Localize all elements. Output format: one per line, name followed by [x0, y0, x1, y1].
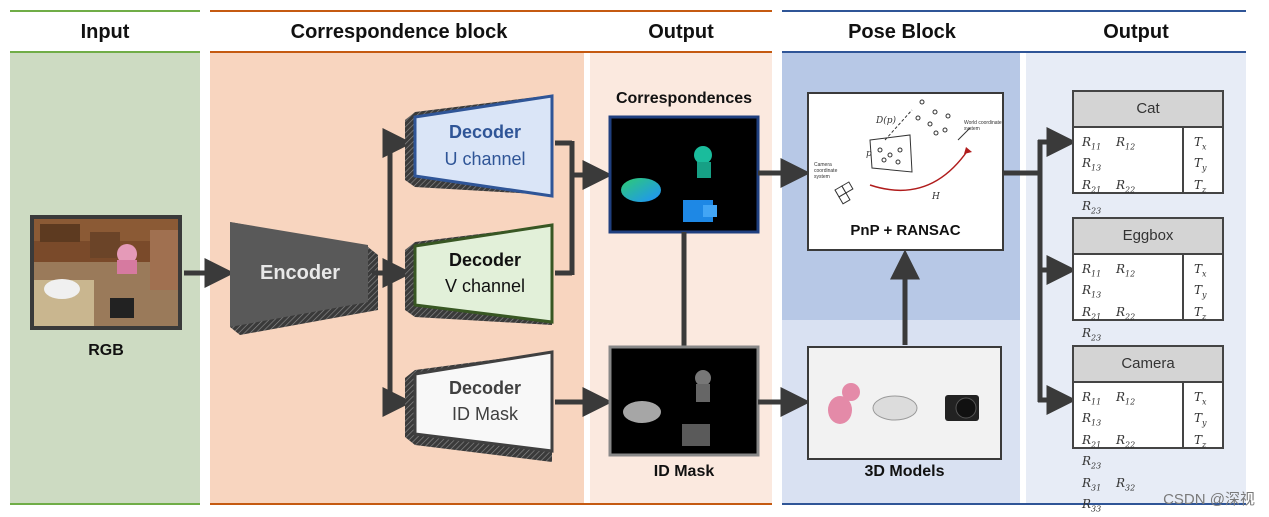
rule-input-top: [10, 10, 200, 12]
pnp-p-label: p: [866, 149, 872, 159]
decoder-u-title: Decoder: [448, 122, 522, 142]
rule-corr-bottom: [210, 51, 772, 53]
rule-corr-top: [210, 10, 772, 12]
pnp-camera-label: Camera coordinate system: [814, 162, 838, 180]
correspondences-label: Correspondences: [615, 90, 753, 107]
decoder-id-title: Decoder: [448, 378, 522, 398]
pnp-box: [807, 92, 1004, 251]
correspondences-image: [608, 115, 760, 234]
rule-corr-foot: [210, 503, 772, 505]
rgb-image: [30, 215, 182, 330]
id-mask-label: ID Mask: [653, 463, 715, 480]
decoder-id-subtitle: ID Mask: [451, 404, 518, 424]
3d-models-box: [807, 346, 1002, 460]
decoder-u-subtitle: U channel: [444, 149, 526, 169]
output-card-title: Camera: [1074, 347, 1222, 383]
header-input: Input: [80, 21, 130, 43]
encoder-block: [230, 222, 378, 335]
header-output-2: Output: [1103, 21, 1169, 43]
pnp-h-label: H: [932, 192, 940, 202]
pnp-label: PnP + RANSAC: [850, 222, 961, 239]
rule-pose-bottom: [782, 51, 1246, 53]
rule-input-bottom: [10, 51, 200, 53]
output-card-title: Cat: [1074, 92, 1222, 128]
pnp-dp-label: D(p): [876, 116, 896, 126]
decoder-u-block: [405, 94, 554, 198]
3d-models-label: 3D Models: [864, 463, 945, 480]
rgb-label: RGB: [88, 342, 124, 359]
rule-pose-foot: [782, 503, 1246, 505]
decoder-v-subtitle: V channel: [444, 276, 526, 296]
rule-pose-top: [782, 10, 1246, 12]
encoder-label: Encoder: [259, 262, 341, 284]
rule-input-foot: [10, 503, 200, 505]
header-pose: Pose Block: [848, 21, 956, 43]
decoder-v-block: [405, 223, 554, 325]
watermark: CSDN @深视: [1163, 491, 1255, 508]
pnp-world-label: World coordinate system: [964, 120, 1002, 132]
id-mask-image: [608, 345, 760, 457]
output-card-title: Eggbox: [1074, 219, 1222, 255]
decoder-id-block: [405, 350, 554, 462]
header-correspondence: Correspondence block: [290, 21, 508, 43]
decoder-v-title: Decoder: [448, 250, 522, 270]
header-output-1: Output: [648, 21, 714, 43]
